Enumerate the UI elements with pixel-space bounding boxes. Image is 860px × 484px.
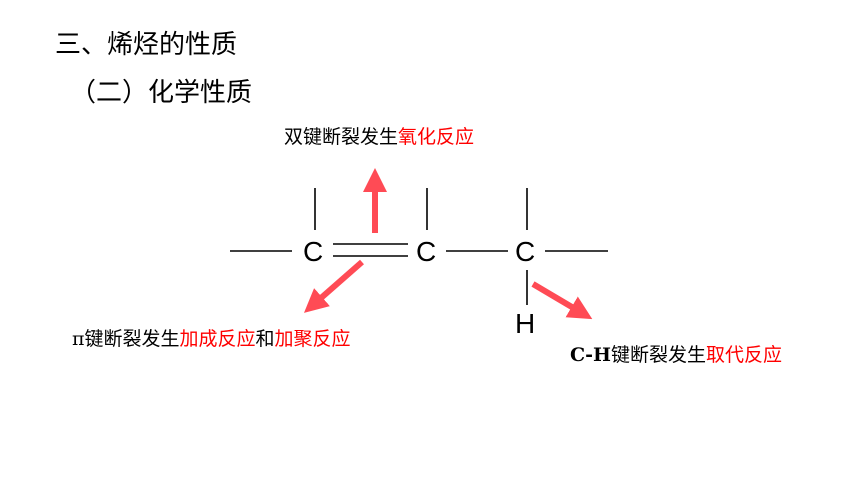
label-oxidation-reaction: 氧化反应	[398, 126, 474, 148]
label-and: 和	[256, 328, 275, 350]
label-substitution-reaction: 取代反应	[706, 344, 782, 366]
label-substitution-cause: 键断裂发生	[611, 344, 706, 366]
label-pi-symbol: π	[72, 328, 85, 350]
label-oxidation: 双键断裂发生氧化反应	[284, 126, 474, 148]
section-title: 三、烯烃的性质	[55, 30, 238, 60]
label-ch-bond: C-H	[570, 344, 611, 366]
arrow-down-left-addition	[303, 259, 364, 313]
label-oxidation-cause: 双键断裂发生	[284, 126, 398, 148]
bonds	[230, 188, 608, 305]
label-substitution: C-H键断裂发生取代反应	[570, 344, 782, 366]
atom-carbon-2: C	[416, 236, 436, 267]
subsection-title: （二）化学性质	[70, 78, 253, 108]
arrow-down-right-substitution	[531, 281, 593, 320]
label-addition: π键断裂发生加成反应和加聚反应	[72, 328, 351, 350]
label-addition-cause: 键断裂发生	[85, 328, 180, 350]
arrows	[303, 168, 593, 320]
atom-carbon-1: C	[303, 236, 323, 267]
label-polymerization-reaction: 加聚反应	[275, 328, 351, 350]
atom-hydrogen: H	[515, 308, 535, 339]
label-addition-reaction: 加成反应	[180, 328, 256, 350]
atom-carbon-3: C	[515, 236, 535, 267]
